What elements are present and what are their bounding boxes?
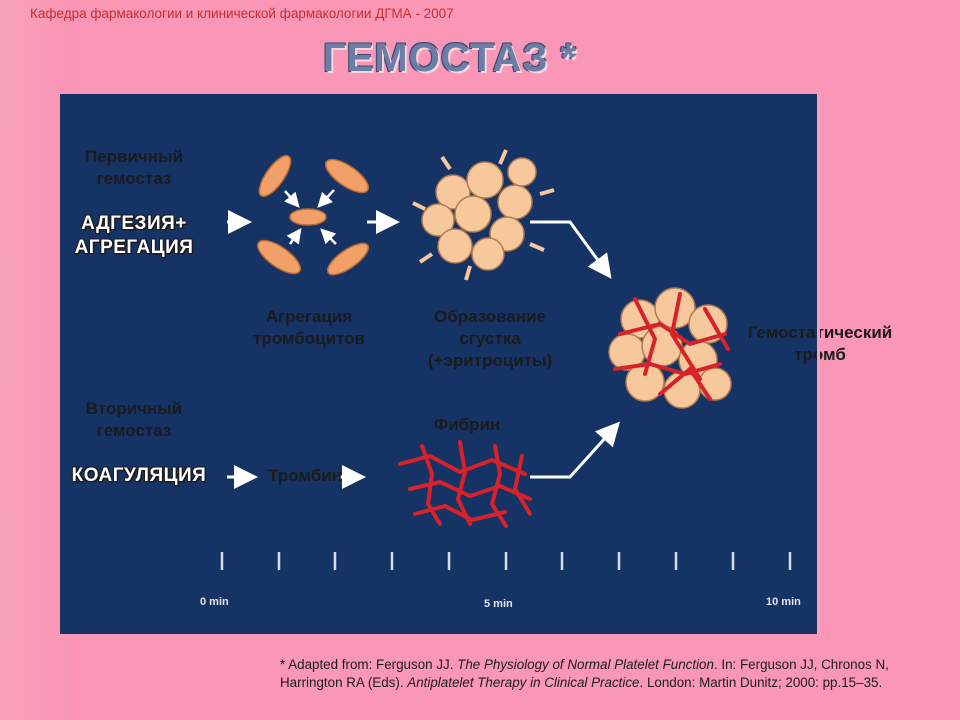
department-header: Кафедра фармакологии и клинической фарма… xyxy=(30,6,454,21)
flow-arrows xyxy=(227,210,621,489)
slide-title: ГЕМОСТАЗ * xyxy=(322,36,578,80)
panel-edge-strip xyxy=(817,94,820,634)
clot-cluster xyxy=(412,149,555,281)
thrombin-label: Тромбин xyxy=(268,466,342,485)
adhesion-aggregation-label: АДГЕЗИЯ+АГРЕГАЦИЯ xyxy=(74,213,194,258)
thrombus-cluster xyxy=(608,287,732,409)
platelet-group xyxy=(256,154,370,276)
time-label-5: 5 min xyxy=(484,598,513,610)
citation-footnote: * Adapted from: Ferguson JJ. The Physiol… xyxy=(280,657,889,690)
time-axis xyxy=(220,552,792,570)
arrow-clot-to-thrombus xyxy=(530,220,612,279)
hemostatic-thrombus-label: Гемостатическийтромб xyxy=(747,323,893,364)
fibrin-mesh xyxy=(398,440,532,528)
coagulation-label: КОАГУЛЯЦИЯ xyxy=(71,465,207,486)
time-label-0: 0 min xyxy=(200,596,229,608)
arrow-fibrin-to-thrombus xyxy=(530,421,621,479)
time-label-10: 10 min xyxy=(766,596,801,608)
diagram-graphics xyxy=(220,149,792,570)
fibrin-label: Фибрин xyxy=(433,415,501,434)
